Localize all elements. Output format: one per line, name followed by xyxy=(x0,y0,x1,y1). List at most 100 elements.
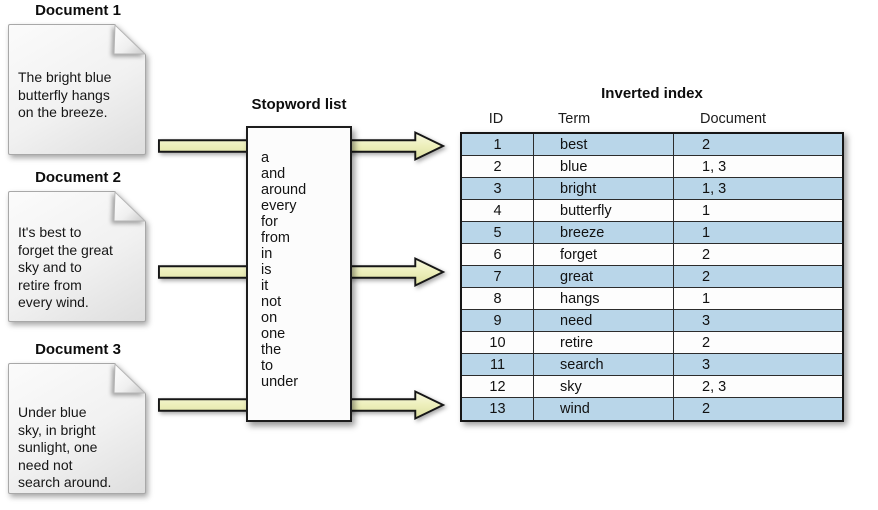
stopword-item: for xyxy=(261,214,278,230)
document-1-title: Document 1 xyxy=(35,2,121,19)
page-fold-icon xyxy=(113,24,146,55)
stopword-item: one xyxy=(261,326,286,342)
cell-term: search xyxy=(534,354,674,375)
document-text-line: need not xyxy=(18,456,73,473)
document-text-line: The bright blue xyxy=(18,69,112,85)
table-row: 9 need 3 xyxy=(462,310,842,332)
cell-term: bright xyxy=(534,178,674,199)
page-fold-icon xyxy=(113,363,146,394)
document-text-line: sky and to xyxy=(18,259,82,275)
stopword-item: on xyxy=(261,310,278,326)
cell-id: 4 xyxy=(462,200,534,221)
cell-term: forget xyxy=(534,244,674,265)
table-row: 12 sky 2, 3 xyxy=(462,376,842,398)
stopword-item: and xyxy=(261,166,286,182)
document-text-line: forget the great xyxy=(18,241,113,258)
stopword-item: in xyxy=(261,246,273,262)
stopword-item: every xyxy=(261,198,297,214)
cell-document: 1 xyxy=(702,224,711,241)
column-header-term: Term xyxy=(558,111,591,127)
cell-term: retire xyxy=(534,332,674,353)
table-row: 8 hangs 1 xyxy=(462,288,842,310)
cell-document: 1 xyxy=(702,202,711,219)
document-text-line: every wind. xyxy=(18,294,89,310)
cell-term: best xyxy=(534,134,674,155)
document-text-line: retire from xyxy=(18,276,82,293)
cell-term: hangs xyxy=(534,288,674,309)
stopword-item: from xyxy=(261,230,290,246)
table-row: 13 wind 2 xyxy=(462,398,842,420)
stopword-item: the xyxy=(261,342,282,358)
document-text-line: It's best to xyxy=(18,224,82,240)
cell-term: blue xyxy=(534,156,674,177)
cell-document: 1, 3 xyxy=(702,158,727,175)
table-row: 1 best 2 xyxy=(462,134,842,156)
cell-id: 3 xyxy=(462,178,534,199)
cell-document: 2 xyxy=(702,334,711,351)
stopword-item: not xyxy=(261,294,282,310)
stopword-item: under xyxy=(261,374,299,390)
document-text-line: sky, in bright xyxy=(18,421,96,438)
cell-term: wind xyxy=(534,398,674,420)
document-text-line: Under blue xyxy=(18,404,87,420)
document-text-line: butterfly hangs xyxy=(18,86,110,103)
cell-id: 2 xyxy=(462,156,534,177)
cell-document: 2 xyxy=(702,136,711,153)
stopword-item: a xyxy=(261,150,270,166)
table-row: 2 blue 1, 3 xyxy=(462,156,842,178)
table-row: 6 forget 2 xyxy=(462,244,842,266)
column-header-document: Document xyxy=(700,111,767,127)
cell-id: 1 xyxy=(462,134,534,155)
stopword-item: around xyxy=(261,182,307,198)
cell-term: butterfly xyxy=(534,200,674,221)
cell-term: breeze xyxy=(534,222,674,243)
cell-id: 12 xyxy=(462,376,534,397)
stopword-item: to xyxy=(261,358,274,374)
stopword-item: it xyxy=(261,278,269,294)
document-text-line: sunlight, one xyxy=(18,439,98,455)
cell-document: 3 xyxy=(702,356,711,373)
cell-document: 2 xyxy=(702,246,711,263)
table-row: 5 breeze 1 xyxy=(462,222,842,244)
cell-document: 1 xyxy=(702,290,711,307)
cell-id: 13 xyxy=(462,398,534,420)
cell-term: great xyxy=(534,266,674,287)
inverted-index-column-headers: ID Term Document xyxy=(460,111,844,127)
document-2-title: Document 2 xyxy=(35,169,121,186)
table-row: 11 search 3 xyxy=(462,354,842,376)
document-text-line: on the breeze. xyxy=(18,104,108,120)
cell-id: 6 xyxy=(462,244,534,265)
page-fold-icon xyxy=(113,191,146,222)
cell-id: 5 xyxy=(462,222,534,243)
inverted-index-title: Inverted index xyxy=(601,85,703,102)
table-row: 3 bright 1, 3 xyxy=(462,178,842,200)
cell-id: 10 xyxy=(462,332,534,353)
inverted-index-table: 1 best 2 2 blue 1, 3 3 bright 1, 3 4 but… xyxy=(460,132,844,422)
table-row: 10 retire 2 xyxy=(462,332,842,354)
cell-id: 8 xyxy=(462,288,534,309)
cell-id: 9 xyxy=(462,310,534,331)
cell-term: need xyxy=(534,310,674,331)
stopword-list-title: Stopword list xyxy=(251,96,347,113)
table-row: 7 great 2 xyxy=(462,266,842,288)
cell-id: 7 xyxy=(462,266,534,287)
document-3-title: Document 3 xyxy=(35,341,121,358)
cell-document: 2 xyxy=(702,268,711,285)
cell-document: 2 xyxy=(702,401,711,417)
cell-id: 11 xyxy=(462,354,534,375)
column-header-id: ID xyxy=(488,111,504,127)
document-text-line: search around. xyxy=(18,474,112,490)
